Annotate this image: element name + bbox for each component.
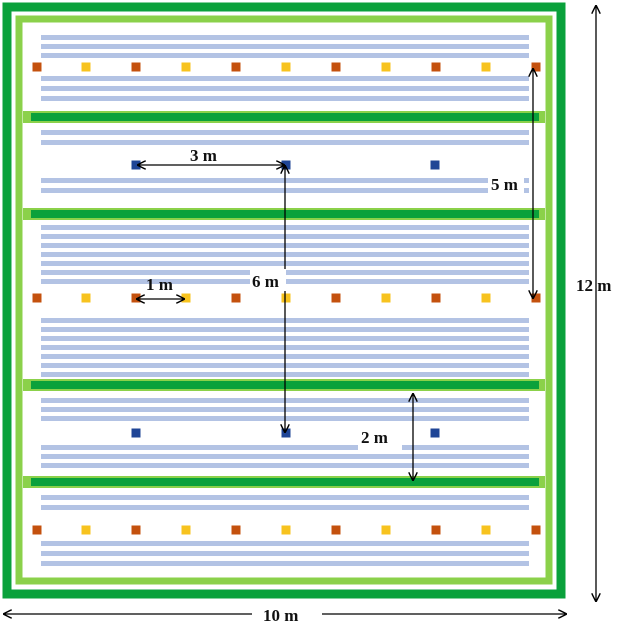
label-12m: 12 m (576, 276, 611, 295)
crop-row (41, 96, 529, 101)
sensor-yellow (281, 293, 291, 303)
sensor-yellow (81, 62, 91, 72)
sensor-orange (131, 293, 141, 303)
label-5m: 5 m (491, 175, 518, 194)
sensor-yellow (481, 525, 491, 535)
crop-row (41, 541, 529, 546)
sensor-orange (531, 62, 541, 72)
sensor-yellow (81, 525, 91, 535)
sensor-yellow (381, 62, 391, 72)
sensor-yellow (181, 525, 191, 535)
sensor-yellow (181, 293, 191, 303)
label-10m: 10 m (263, 606, 298, 625)
crop-row (41, 561, 529, 566)
sensor-orange (431, 525, 441, 535)
sensor-orange (331, 525, 341, 535)
sensor-blue (131, 428, 141, 438)
sensor-blue (430, 160, 440, 170)
label-1m: 1 m (146, 275, 173, 294)
sensor-orange (331, 293, 341, 303)
sensor-orange (131, 62, 141, 72)
crop-row (41, 53, 529, 58)
crop-row (41, 495, 529, 500)
crop-row (41, 140, 529, 145)
crop-row (41, 35, 529, 40)
crop-row (41, 86, 529, 91)
crop-row (41, 76, 529, 81)
sensor-yellow (281, 62, 291, 72)
crop-row (41, 463, 529, 468)
sensor-orange (431, 293, 441, 303)
sensor-orange (431, 62, 441, 72)
sensor-yellow (81, 293, 91, 303)
sensor-blue (430, 428, 440, 438)
sensor-orange (231, 293, 241, 303)
sensor-yellow (381, 293, 391, 303)
sensor-orange (131, 525, 141, 535)
sensor-yellow (481, 293, 491, 303)
crop-row (41, 454, 529, 459)
sensor-orange (32, 525, 42, 535)
divider-bar (31, 478, 539, 486)
sensor-orange (32, 293, 42, 303)
crop-row (41, 130, 529, 135)
sensor-orange (331, 62, 341, 72)
divider-bar (31, 113, 539, 121)
label-3m: 3 m (190, 146, 217, 165)
sensor-orange (32, 62, 42, 72)
crop-row (41, 44, 529, 49)
sensor-blue (131, 160, 141, 170)
label-6m: 6 m (252, 272, 279, 291)
sensor-orange (531, 525, 541, 535)
crop-row (41, 445, 529, 450)
sensor-orange (231, 62, 241, 72)
outer-border (2, 2, 566, 599)
sensor-blue (281, 428, 291, 438)
sensor-yellow (281, 525, 291, 535)
sensor-orange (231, 525, 241, 535)
sensor-blue (281, 160, 291, 170)
crop-row (41, 505, 529, 510)
inner-border (15, 15, 553, 585)
sensor-yellow (381, 525, 391, 535)
sensor-yellow (181, 62, 191, 72)
crop-row (41, 551, 529, 556)
sensor-yellow (481, 62, 491, 72)
label-2m: 2 m (361, 428, 388, 447)
